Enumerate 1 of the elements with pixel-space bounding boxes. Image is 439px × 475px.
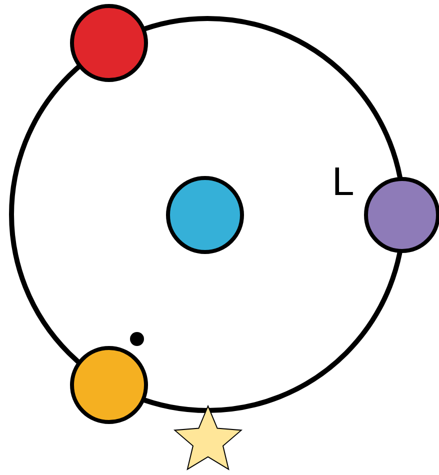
- point-label: L: [332, 162, 354, 202]
